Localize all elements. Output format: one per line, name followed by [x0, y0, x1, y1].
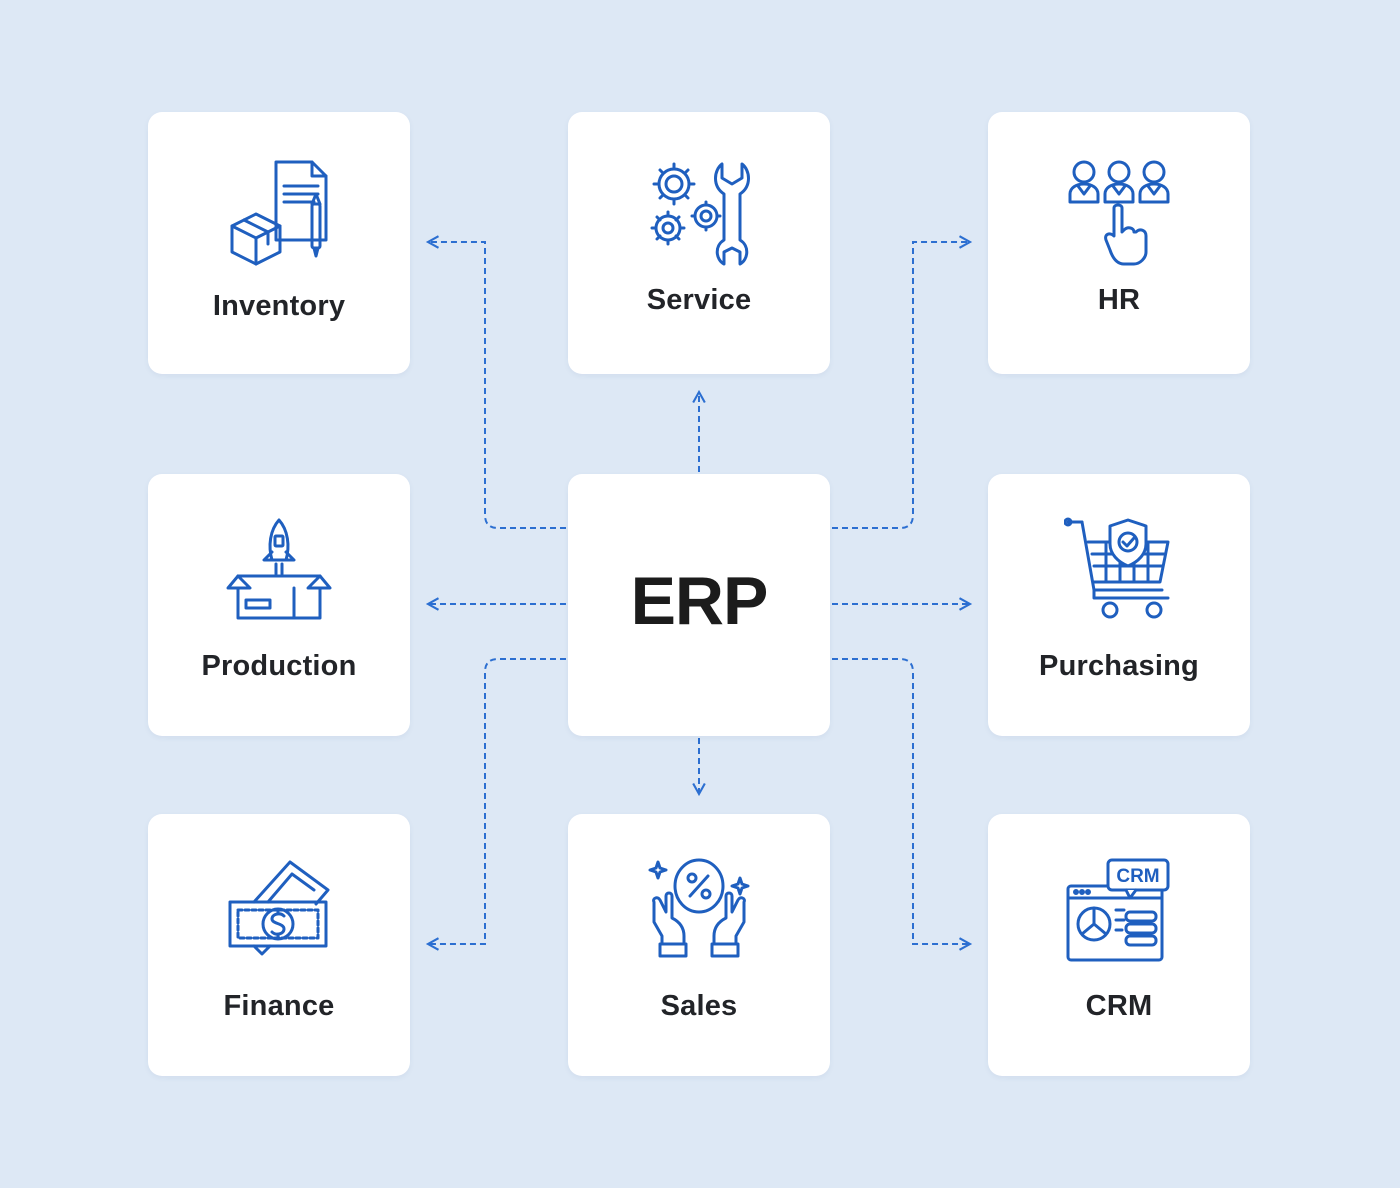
module-label: Production [201, 650, 357, 682]
erp-center-card[interactable]: ERP [568, 474, 830, 736]
module-card-service[interactable]: Service [568, 112, 830, 374]
module-card-inventory[interactable]: Inventory [148, 112, 410, 374]
service-gears-wrench-icon [644, 156, 754, 266]
erp-title: ERP [630, 563, 769, 639]
module-label: Inventory [212, 290, 346, 322]
connector-finance [425, 658, 566, 951]
connector-hr [832, 235, 973, 529]
module-card-production[interactable]: Production [148, 474, 410, 736]
svg-text:CRM: CRM [1116, 866, 1159, 887]
module-card-finance[interactable]: Finance [148, 814, 410, 1076]
module-card-sales[interactable]: Sales [568, 814, 830, 1076]
inventory-icon [224, 156, 334, 266]
module-card-purchasing[interactable]: Purchasing [988, 474, 1250, 736]
production-rocket-box-icon [224, 514, 334, 624]
purchasing-cart-icon [1064, 514, 1174, 624]
hr-people-select-icon [1064, 156, 1174, 266]
module-label: Finance [223, 990, 335, 1022]
module-card-crm[interactable]: CRM CRM [988, 814, 1250, 1076]
module-label: CRM [1085, 990, 1153, 1022]
module-label: HR [1097, 284, 1141, 316]
module-card-hr[interactable]: HR [988, 112, 1250, 374]
module-label: Sales [660, 990, 738, 1022]
module-label: Purchasing [1039, 650, 1199, 682]
connector-crm [832, 658, 973, 951]
module-label: Service [646, 284, 752, 316]
crm-dashboard-icon: CRM [1064, 856, 1174, 966]
connector-inventory [425, 235, 566, 529]
sales-discount-hands-icon [644, 856, 754, 966]
finance-money-icon [224, 856, 334, 966]
